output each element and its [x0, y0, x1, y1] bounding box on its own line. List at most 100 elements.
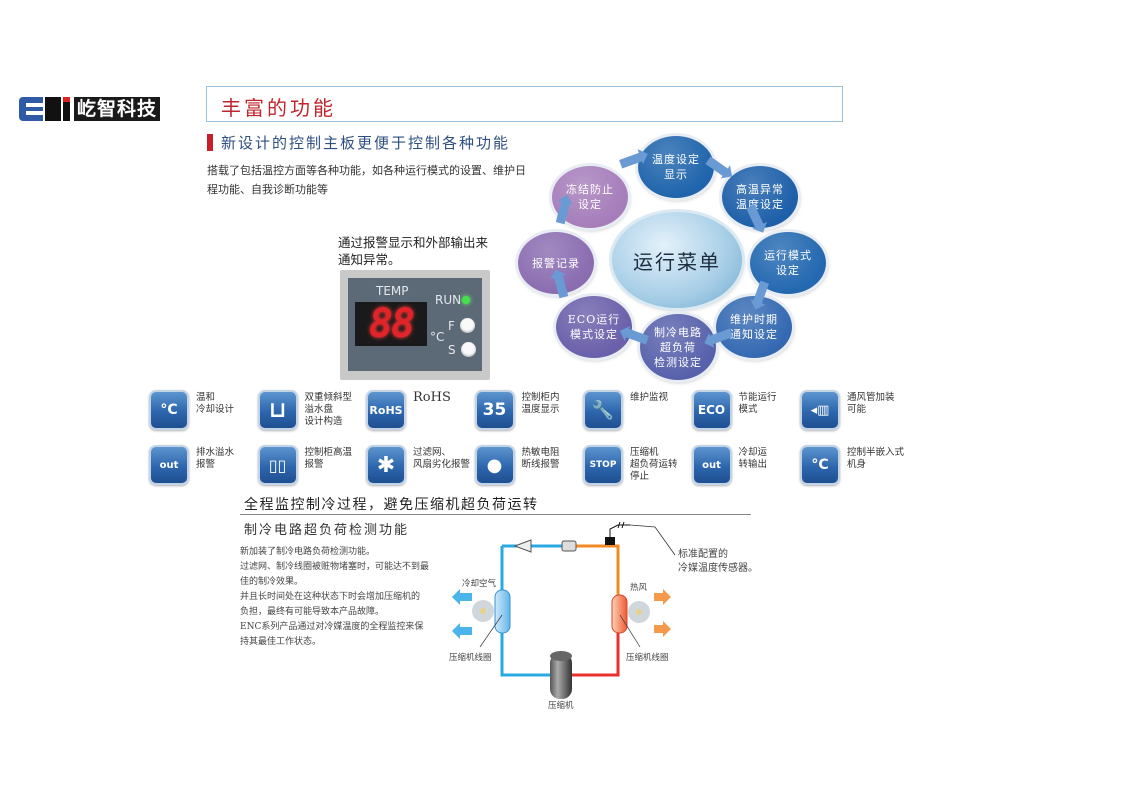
menu-node-label: 制冷电路 [654, 325, 702, 339]
feature-glyph: 35 [482, 400, 507, 420]
f-label: F [448, 318, 455, 333]
drain-overflow-icon: out [149, 445, 189, 485]
intro-paragraph: 搭载了包括温控方面等各种功能，如各种运行模式的设置、维护日 程功能、自我诊断功能… [207, 161, 527, 199]
feature-label: 温和冷却设计 [196, 392, 258, 416]
hot-pipe [568, 544, 620, 625]
feature-label-line: 风扇劣化报警 [413, 459, 471, 470]
feature-glyph: ◂▥ [810, 402, 830, 418]
feature-label: 冷却运转输出 [739, 447, 801, 471]
display-digits: 88 [368, 301, 415, 347]
filter-fan-icon: ✱ [366, 445, 406, 485]
feature-label-line: 可能 [847, 404, 867, 415]
sensor-note-line: 标准配置的 [678, 549, 728, 560]
menu-node: ECO运行模式设定 [556, 296, 632, 358]
feature-label: 排水溢水报警 [196, 447, 258, 471]
feature-label: 通风管加装可能 [847, 392, 909, 416]
eco-icon: ECO [691, 390, 732, 430]
feature-label-line: 溢水盘 [304, 404, 334, 415]
feature-item: RoHS RoHS [366, 390, 474, 436]
menu-node-label: 温度设定 [736, 198, 784, 211]
feature-glyph: ECO [697, 403, 726, 417]
cabinet-temp-display-icon: 35 [474, 390, 515, 430]
expansion-valve-icon [513, 539, 532, 553]
body-text-line: ENC系列产品通过对冷媒温度的全程监控来保 [240, 622, 424, 632]
feature-label-line: 压缩机 [630, 447, 659, 458]
feature-glyph: ▯▯ [268, 455, 287, 475]
menu-node-label: 超负荷 [660, 340, 696, 354]
feature-glyph: STOP [589, 460, 617, 470]
f-button[interactable] [459, 318, 475, 333]
body-text-line: 并且长时间处在这种状态下时会增加压缩机的 [240, 592, 421, 602]
hot-air-arrow-icon [654, 589, 671, 605]
feature-glyph: °C [160, 402, 178, 418]
drain-pan-icon: ⊔ [257, 390, 298, 430]
thermistor-icon: ● [474, 445, 515, 485]
feature-label-line: 节能运行 [738, 392, 777, 403]
feature-item: °C 温和冷却设计 [149, 390, 257, 436]
feature-label-line: 温度显示 [521, 404, 560, 415]
feature-label-line: 通风管加装 [847, 392, 895, 403]
company-name: 屹智科技 [74, 97, 161, 121]
feature-item: out 排水溢水报警 [149, 445, 257, 491]
hot-air-arrow-icon [654, 621, 671, 637]
feature-item: ⊔双重倾斜型溢水盘设计构造 [257, 390, 367, 436]
feature-label: 节能运行模式 [739, 392, 801, 416]
feature-item: 35 控制柜内温度显示 [474, 390, 584, 436]
feature-label: 控制柜内温度显示 [522, 392, 584, 416]
run-label: RUN [435, 293, 462, 307]
s-label: S [448, 342, 456, 357]
semi-embedded-icon: °C [800, 445, 840, 485]
body-text-line: 负担，最终有可能导致本产品故障。 [240, 607, 385, 617]
cooling-output-icon: out [691, 445, 732, 485]
s-button[interactable] [460, 342, 476, 357]
section-heading-monitoring: 全程监控制冷过程，避免压缩机超负荷运转 [244, 497, 539, 513]
feature-label-line: 排水溢水 [196, 447, 235, 458]
feature-glyph: 🔧 [591, 399, 615, 421]
compressor-icon [550, 651, 572, 699]
cool-air-arrow-icon [452, 623, 472, 639]
feature-label: 控制柜高温报警 [305, 447, 367, 471]
celsius-unit: °C [430, 330, 445, 344]
body-text-line: 佳的制冷效果。 [240, 577, 304, 587]
alarm-note-line: 通知异常。 [338, 252, 401, 267]
feature-label-line: 温和 [196, 392, 216, 403]
section-heading-control-board: 新设计的控制主板更便于控制各种功能 [207, 132, 510, 153]
rohs-icon: RoHS [366, 390, 406, 430]
menu-node-label: 报警记录 [532, 256, 580, 270]
menu-node: 运行模式设定 [750, 232, 826, 294]
menu-node: 温度设定显示 [638, 136, 714, 198]
feature-label: 双重倾斜型溢水盘设计构造 [305, 392, 367, 428]
cold-coil-icon [494, 589, 511, 634]
body-text-line: 新加装了制冷电路负荷检测功能。 [240, 547, 376, 557]
feature-label-line: RoHS [413, 390, 451, 405]
feature-label-line: 报警 [196, 459, 216, 470]
body-text-line: 过滤网、制冷线圈被赃物堵塞时，可能达不到最 [240, 562, 430, 572]
hot-air-label: 热风 [630, 583, 648, 593]
feature-label-line: 冷却运 [738, 447, 768, 458]
feature-glyph: ● [486, 454, 503, 476]
feature-label: 维护监视 [630, 392, 692, 404]
menu-node-label: 设定 [776, 264, 800, 277]
feature-label-line: 控制柜内 [521, 392, 560, 403]
page-title: 丰富的功能 [221, 96, 336, 120]
feature-label-line: 过滤网、 [413, 447, 452, 458]
subheading-overload-detection: 制冷电路超负荷检测功能 [244, 523, 410, 538]
feature-item: ▯▯ 控制柜高温报警 [257, 445, 367, 491]
menu-node-label: 检测设定 [654, 355, 702, 369]
menu-node: 制冷电路超负荷检测设定 [640, 314, 716, 380]
feature-label-line: 控制柜高温 [304, 447, 353, 458]
sensor-leader-line [629, 524, 676, 556]
compressor-label: 压缩机 [548, 701, 574, 711]
menu-center: 运行菜单 [612, 212, 742, 308]
feature-glyph: ✱ [376, 452, 396, 478]
sensor-note: 标准配置的 冷媒温度传感器。 [678, 548, 758, 576]
alarm-note-line: 通过报警显示和外部输出来 [338, 235, 489, 250]
hot-coil-icon [611, 594, 628, 634]
body-text-line: 持其最佳工作状态。 [240, 637, 322, 647]
wrench-icon: 🔧 [583, 390, 623, 430]
heading-accent-bar [207, 134, 213, 151]
run-indicator: RUN [435, 293, 471, 307]
left-fan-icon [472, 600, 494, 622]
feature-label-line: 双重倾斜型 [304, 392, 353, 403]
